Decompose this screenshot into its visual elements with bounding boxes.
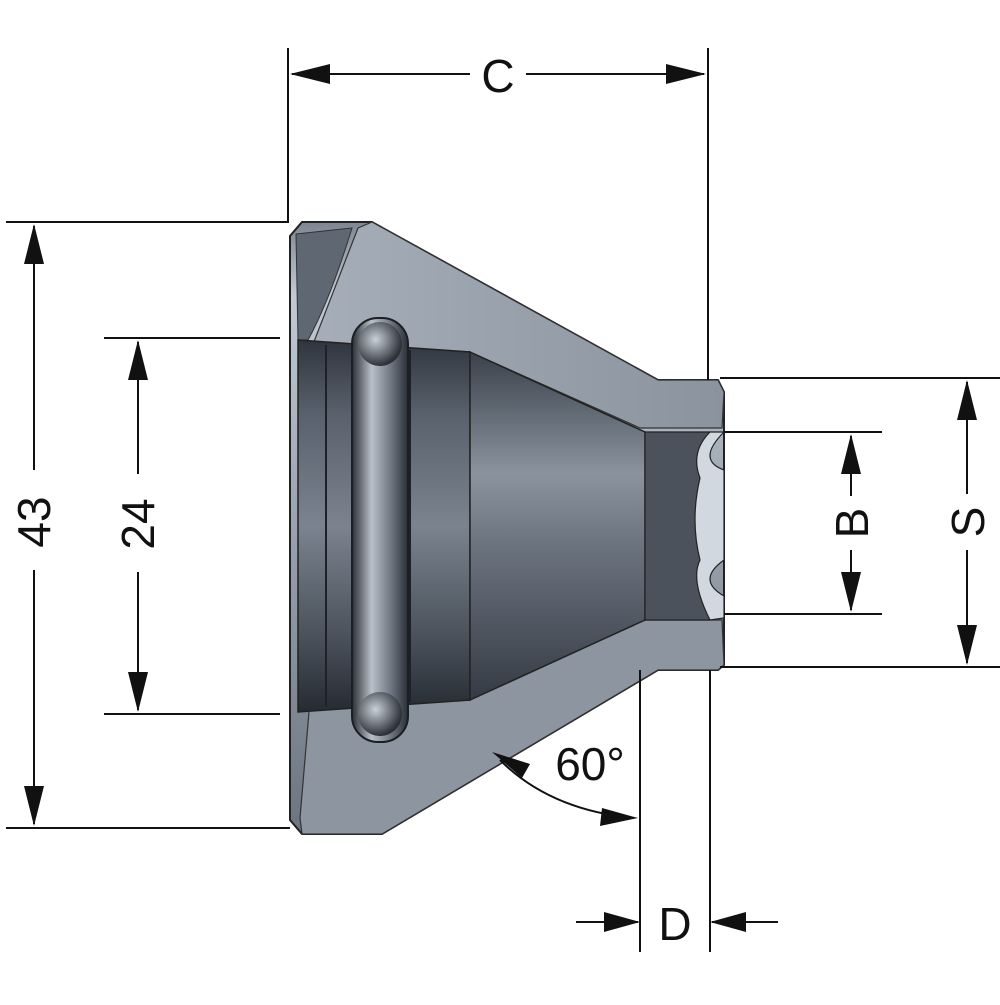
dimension-43: 43 xyxy=(8,224,60,826)
slot xyxy=(351,317,409,743)
dimension-d: D xyxy=(576,898,778,950)
extension-lines xyxy=(6,48,1000,952)
collet-nut-body xyxy=(289,221,726,835)
slot-ball-bottom xyxy=(358,692,402,736)
dimension-b: B xyxy=(826,434,878,612)
front-flutes xyxy=(694,431,726,621)
label-43: 43 xyxy=(8,496,60,547)
dimension-s: S xyxy=(942,380,994,665)
slot-ball-top xyxy=(358,322,402,366)
label-24: 24 xyxy=(112,498,164,549)
label-b: B xyxy=(826,508,878,539)
label-d: D xyxy=(658,898,691,950)
label-angle: 60° xyxy=(555,738,625,790)
dimension-c: C xyxy=(290,50,706,102)
dimension-24: 24 xyxy=(112,340,164,712)
label-c: C xyxy=(481,50,514,102)
label-s: S xyxy=(942,507,994,538)
dimension-angle: 60° xyxy=(492,738,638,826)
flange-chamfer xyxy=(295,227,353,341)
